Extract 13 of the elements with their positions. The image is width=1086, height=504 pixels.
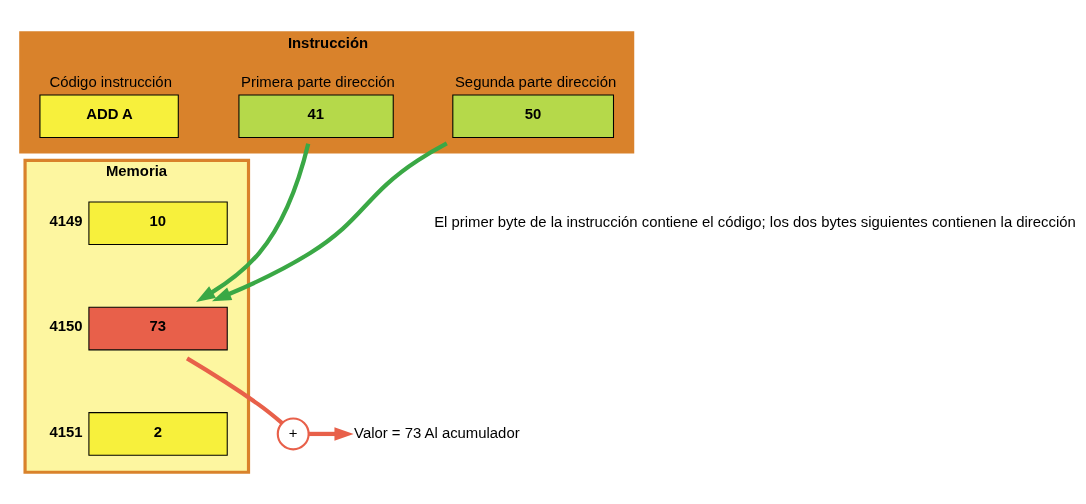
node-label: Primera parte dirección — [241, 73, 395, 90]
arrow — [211, 141, 448, 301]
node-circle: + — [276, 416, 310, 450]
connector — [185, 356, 284, 425]
node-label: Segunda parte dirección — [454, 73, 617, 90]
node-label: 4150 — [49, 317, 83, 334]
arrow — [196, 142, 311, 302]
node-text: Valor = 73 Al acumulador — [354, 424, 520, 441]
arrow — [308, 426, 354, 441]
node-label: Código instrucción — [49, 73, 172, 90]
node-label: 4149 — [49, 212, 83, 229]
node-label: 4151 — [49, 423, 83, 440]
label: El primer byte de la instrucción contiene el código; los dos bytes siguientes contienen la dirección — [434, 213, 1076, 230]
